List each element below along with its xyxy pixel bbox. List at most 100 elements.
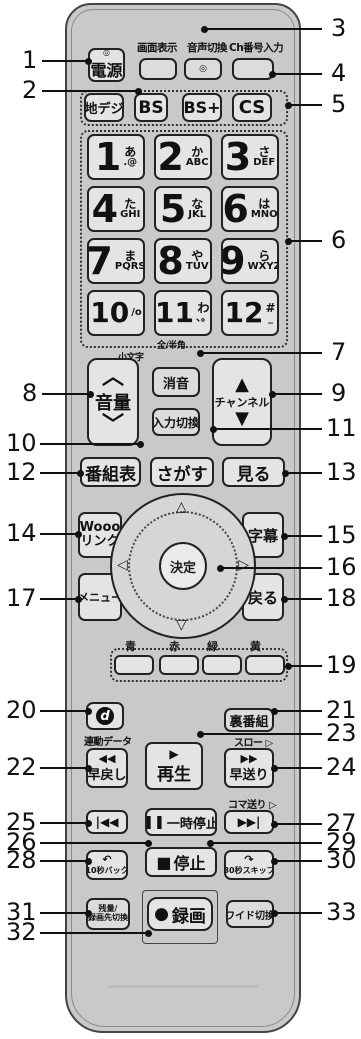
- ch-number-input-button[interactable]: [232, 58, 274, 80]
- number-button-12[interactable]: 12#_: [221, 290, 279, 336]
- number-kana: ま: [124, 249, 137, 263]
- leader-line-16: [220, 567, 322, 569]
- yellow-button[interactable]: [245, 655, 285, 675]
- number-button-10[interactable]: 10/o: [87, 290, 145, 336]
- callout-12: 12: [6, 458, 37, 486]
- dpad-right-icon[interactable]: ▷: [238, 557, 249, 573]
- leader-line-10: [40, 443, 140, 445]
- dest-switch-label: 録画先切換: [88, 913, 128, 922]
- screen-display-button[interactable]: [139, 58, 177, 80]
- slow-caption: スロー ▷: [234, 738, 273, 749]
- ura-bangumi-button[interactable]: 裏番組: [224, 708, 274, 732]
- leader-dot-25: [85, 820, 92, 827]
- green-button[interactable]: [202, 655, 242, 675]
- leader-line-27: [274, 823, 322, 825]
- directional-pad[interactable]: △ ▽ ◁ ▷ 決定: [110, 493, 256, 639]
- audio-switch-button[interactable]: ◎: [184, 58, 222, 80]
- pause-icon: ❚❚: [145, 814, 165, 830]
- bs-plus-button[interactable]: BS+: [182, 93, 222, 122]
- dpad-left-icon[interactable]: ◁: [117, 557, 128, 573]
- leader-dot-30: [271, 858, 278, 865]
- number-latin: PQRS: [114, 261, 145, 272]
- next-chapter-button[interactable]: ▶▶|: [224, 810, 274, 834]
- search-button[interactable]: さがす: [150, 457, 214, 487]
- number-latin: WXYZ: [247, 261, 279, 272]
- remaining-label: 残量/: [98, 904, 118, 914]
- leader-line-13: [285, 472, 322, 474]
- stop-button[interactable]: ■停止: [145, 847, 217, 877]
- callout-31: 31: [6, 898, 37, 926]
- watch-button[interactable]: 見る: [222, 457, 285, 487]
- bs-button[interactable]: BS: [134, 93, 168, 122]
- record-dot-icon: ●: [154, 904, 169, 924]
- play-button[interactable]: ▶ 再生: [145, 742, 203, 790]
- leader-line-31: [40, 912, 88, 914]
- number-kana: な: [191, 197, 204, 211]
- volume-down-icon: ﹀: [101, 413, 124, 438]
- number-digit: 12: [224, 296, 264, 329]
- dpad-down-icon[interactable]: ▽: [176, 617, 187, 633]
- pause-button[interactable]: ❚❚一時停止: [145, 808, 217, 836]
- leader-dot-12: [77, 470, 84, 477]
- data-broadcast-button[interactable]: d: [86, 702, 124, 730]
- channel-rocker[interactable]: ▲ チャンネル ▼: [212, 358, 272, 446]
- dpad-up-icon[interactable]: △: [176, 499, 187, 515]
- fast-forward-button[interactable]: ▶▶ 早送り: [224, 748, 274, 788]
- power-button[interactable]: ◎ 電源: [88, 48, 125, 82]
- number-digit: 11: [155, 296, 194, 329]
- callout-2: 2: [22, 76, 38, 104]
- rewind-label: 早戻し: [87, 768, 127, 783]
- leader-dot-21: [271, 708, 278, 715]
- digital-terrestrial-button[interactable]: 地デジ: [84, 93, 124, 122]
- fast-forward-icon: ▶▶: [240, 752, 258, 765]
- number-kana: あ: [124, 145, 137, 159]
- recording-destination-button[interactable]: 残量/ 録画先切換: [86, 898, 130, 930]
- callout-13: 13: [326, 458, 357, 486]
- leader-line-19: [288, 665, 322, 667]
- mute-button[interactable]: 消音: [152, 367, 200, 397]
- back-10-button[interactable]: ↶ 10秒バック: [86, 850, 128, 880]
- volume-rocker[interactable]: ︿ 音量 ﹀: [87, 358, 139, 446]
- leader-dot-16: [217, 565, 224, 572]
- skip-30-button[interactable]: ↷ 30秒スキップ: [224, 850, 274, 880]
- record-button[interactable]: ●録画: [147, 897, 213, 931]
- prev-chapter-button[interactable]: |◀◀: [86, 810, 128, 834]
- leader-line-25: [40, 822, 88, 824]
- enter-button[interactable]: 決定: [159, 542, 207, 590]
- program-guide-button[interactable]: 番組表: [80, 457, 141, 487]
- number-latin: MNO: [250, 209, 278, 220]
- blue-button[interactable]: [114, 655, 154, 675]
- callout-18: 18: [326, 584, 357, 612]
- cs-button[interactable]: CS: [232, 93, 272, 122]
- number-digit: 1: [94, 135, 122, 179]
- power-led-icon: ◎: [103, 48, 110, 57]
- wide-switch-button[interactable]: ワイド切換: [226, 900, 274, 928]
- rewind-button[interactable]: ◀◀ 早戻し: [86, 748, 128, 788]
- callout-6: 6: [331, 226, 347, 254]
- leader-line-15: [284, 535, 322, 537]
- volume-up-icon: ︿: [101, 365, 124, 390]
- d-caption: 連動データ: [84, 737, 132, 748]
- number-latin: .@: [123, 157, 138, 168]
- callout-8: 8: [22, 379, 38, 407]
- remote-inner-outline: [71, 9, 295, 1027]
- volume-label: 音量: [95, 393, 131, 414]
- input-switch-button[interactable]: 入力切換: [152, 408, 200, 436]
- callout-21: 21: [326, 696, 357, 724]
- leader-line-2: [42, 90, 138, 92]
- leader-dot-6: [285, 238, 292, 245]
- number-kana: か: [191, 145, 204, 159]
- red-button[interactable]: [159, 655, 199, 675]
